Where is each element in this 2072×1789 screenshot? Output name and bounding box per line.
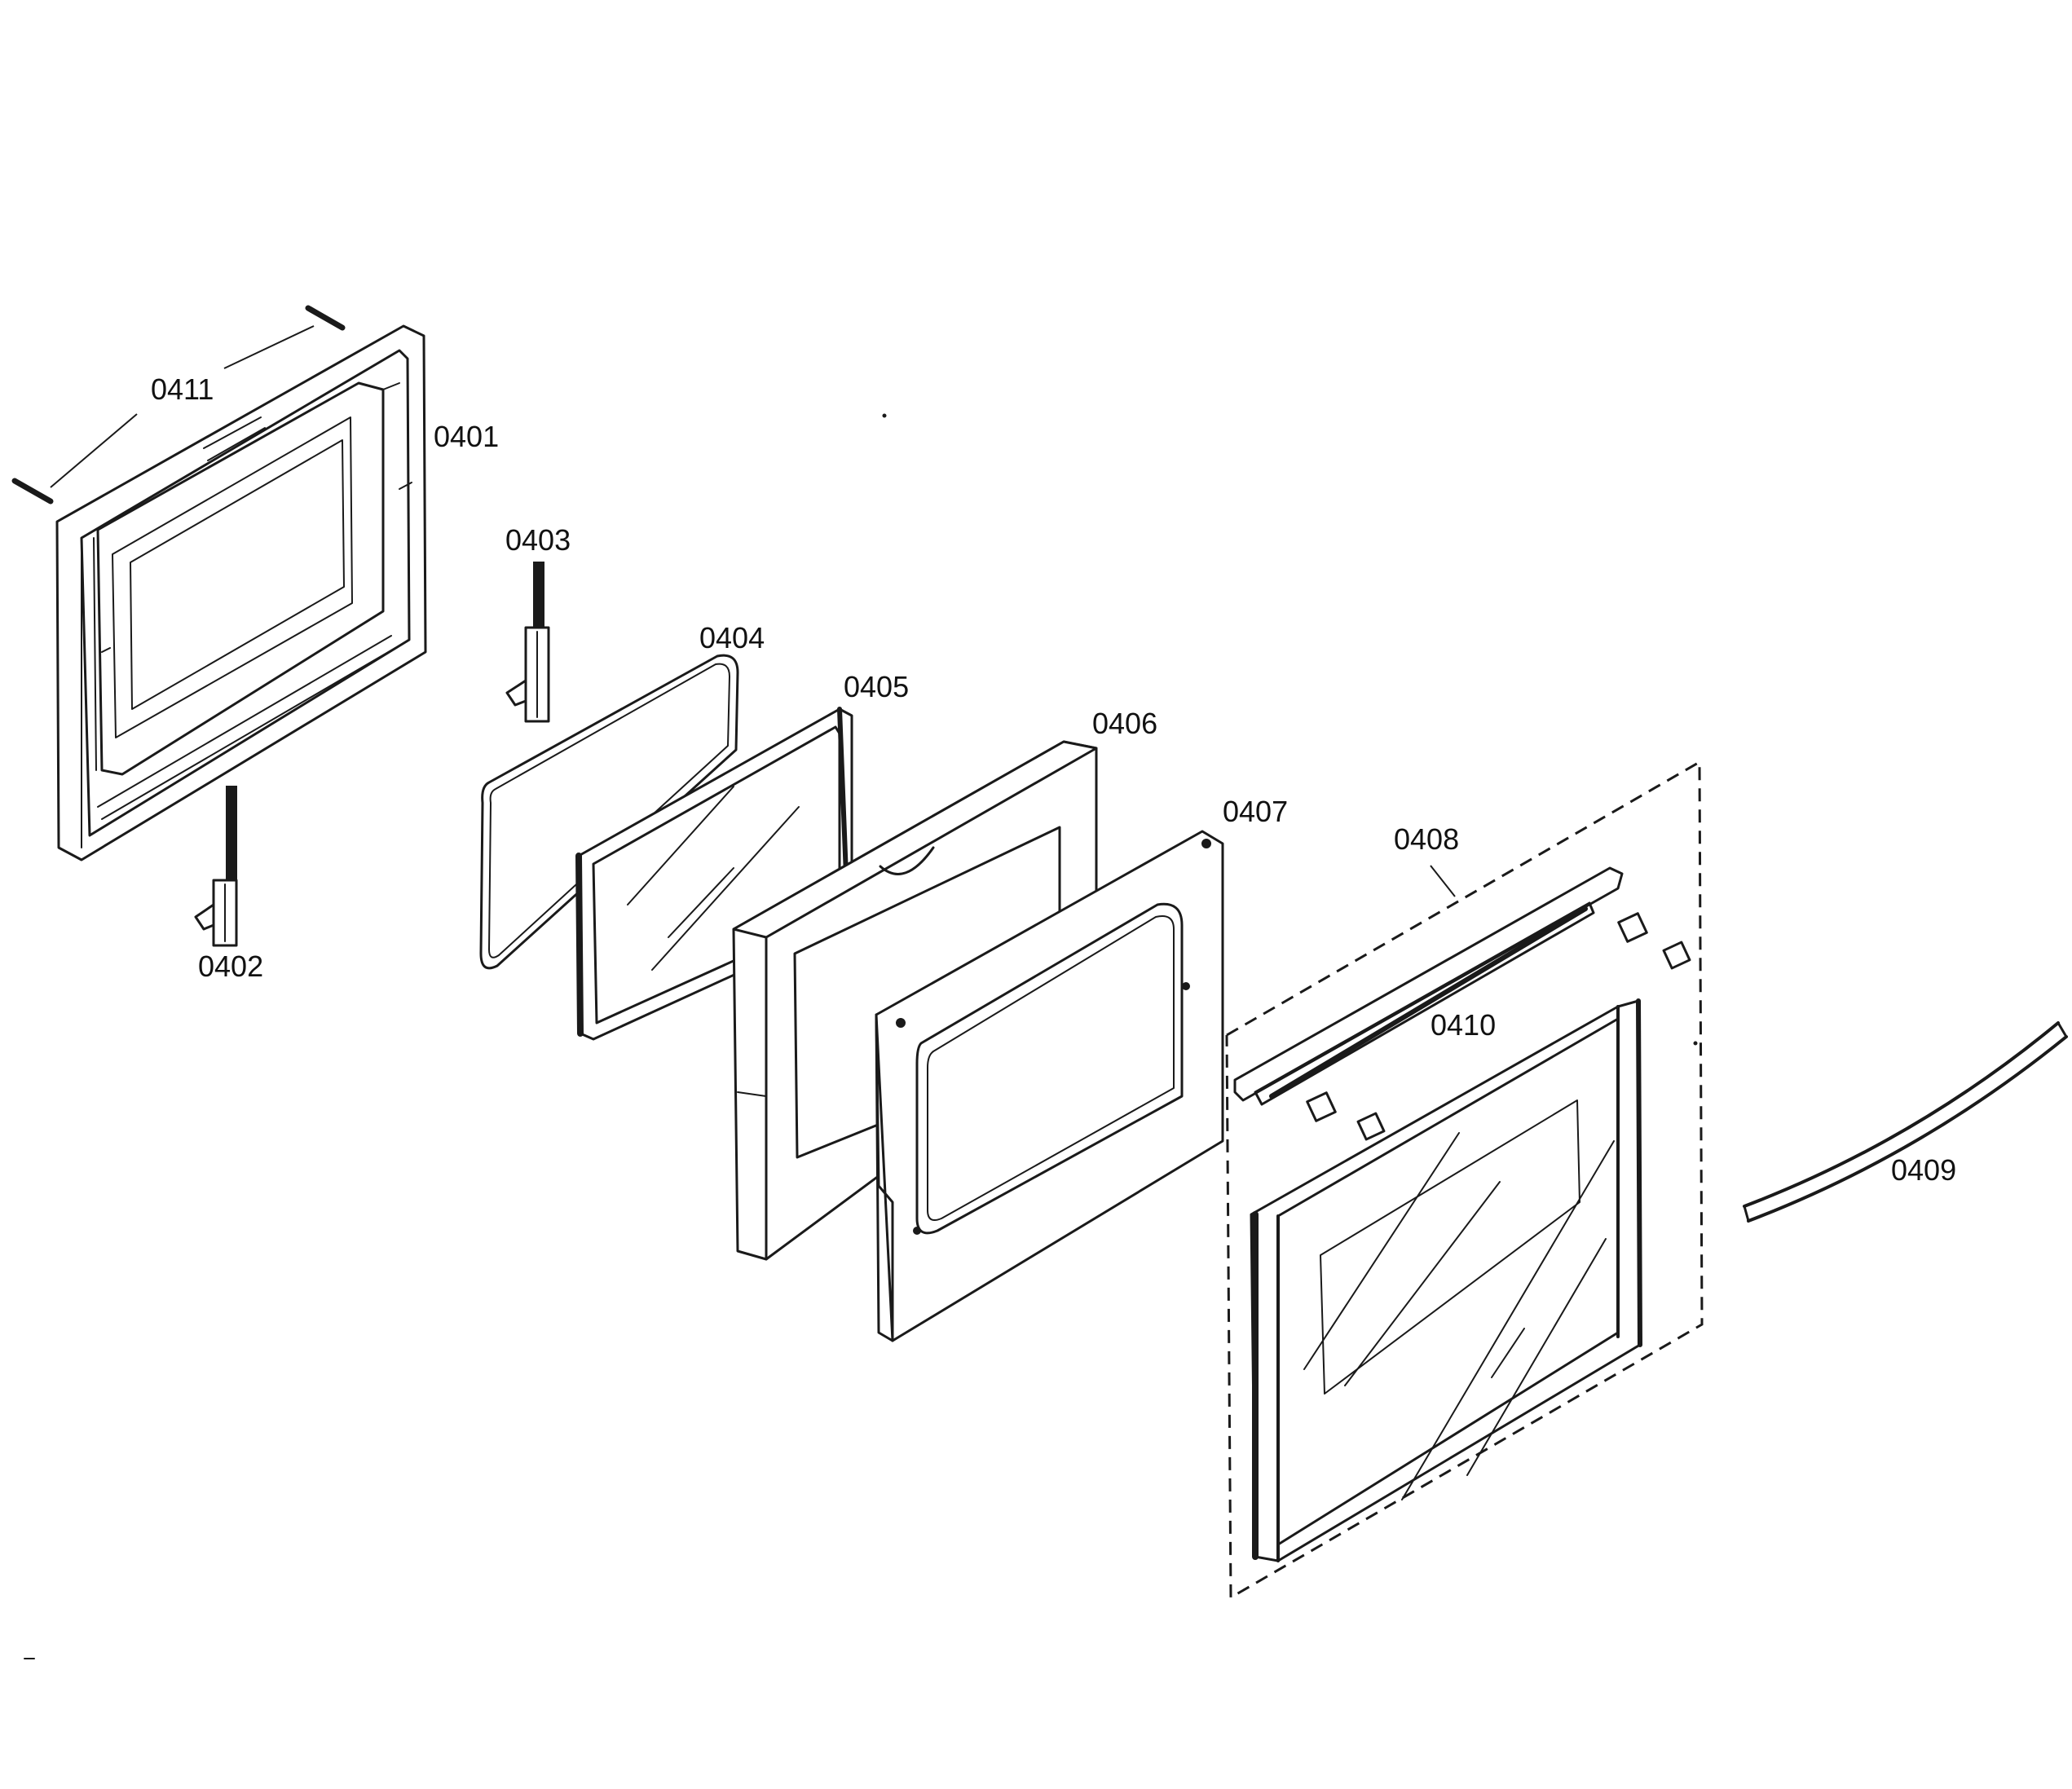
- label-0411: 0411: [151, 372, 214, 406]
- part-0411-screws: [11, 305, 346, 505]
- label-0404: 0404: [699, 621, 765, 654]
- part-0407-inner-door-panel: [875, 830, 1224, 1342]
- part-0404-gasket: [479, 654, 739, 970]
- part-0409-handle: [1743, 1021, 2068, 1223]
- background-marks: [24, 413, 1698, 1659]
- label-0408: 0408: [1394, 822, 1459, 856]
- part-labels: 0411 0401 0403 0404 0405 0406 0407 0408 …: [151, 372, 1956, 1187]
- part-0403-hinge: [505, 562, 550, 723]
- label-0401: 0401: [434, 420, 499, 453]
- label-0402: 0402: [198, 950, 263, 983]
- label-0405: 0405: [844, 670, 909, 703]
- label-0406: 0406: [1092, 707, 1157, 740]
- part-0408-outer-door-assembly: [1225, 760, 1704, 1600]
- part-0402-hinge: [194, 786, 238, 947]
- label-0407: 0407: [1223, 795, 1288, 828]
- label-0409: 0409: [1891, 1153, 1956, 1187]
- part-0401-door-frame: [55, 324, 427, 861]
- label-0403: 0403: [505, 523, 571, 557]
- label-0410: 0410: [1431, 1008, 1496, 1042]
